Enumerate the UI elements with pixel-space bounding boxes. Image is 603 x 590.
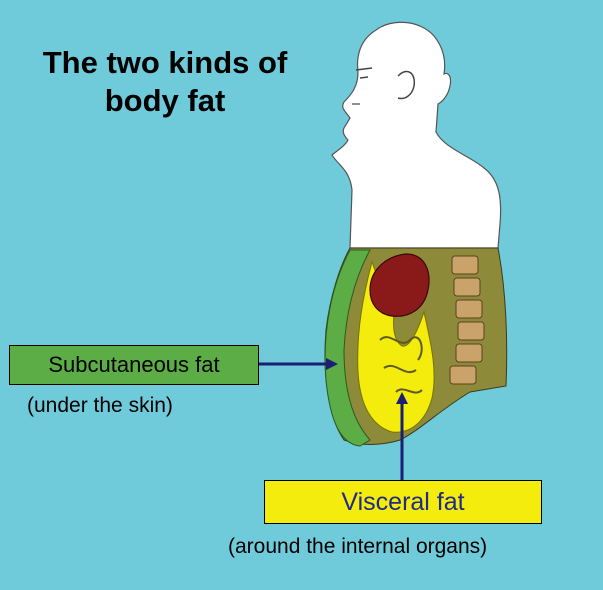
title-line-2: body fat <box>104 83 226 118</box>
ear <box>397 70 416 100</box>
eye <box>359 76 369 79</box>
eyebrow <box>355 67 373 71</box>
spine <box>449 255 485 385</box>
subcutaneous-fat-label: Subcutaneous fat <box>9 345 259 385</box>
body-silhouette <box>331 21 502 249</box>
subcutaneous-fat-text: Subcutaneous fat <box>48 352 220 377</box>
visceral-fat-text: Visceral fat <box>341 487 465 516</box>
diagram-title: The two kinds of body fat <box>0 44 330 120</box>
visceral-fat-label: Visceral fat <box>264 480 542 524</box>
title-line-1: The two kinds of <box>42 45 288 80</box>
subcutaneous-fat-region <box>324 249 371 447</box>
subcutaneous-fat-note: (under the skin) <box>27 394 173 417</box>
subcutaneous-arrow <box>257 358 338 370</box>
intestines <box>379 336 423 394</box>
visceral-fat-note: (around the internal organs) <box>228 535 488 558</box>
visceral-arrow <box>396 392 408 480</box>
liver-organ <box>369 253 430 317</box>
